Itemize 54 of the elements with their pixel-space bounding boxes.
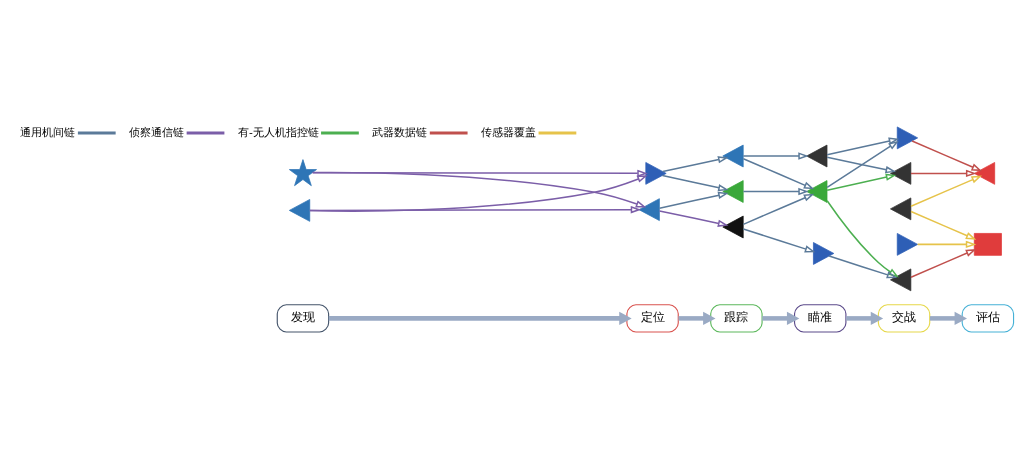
arrow (762, 311, 800, 325)
node-picture (288, 159, 317, 187)
node-picture (896, 126, 919, 150)
node-box (973, 233, 1002, 256)
arrow (328, 311, 632, 325)
legend-label: 通用机间链 (20, 125, 76, 138)
node-picture (813, 242, 835, 265)
legend-label: 传感器覆盖 (481, 125, 537, 138)
arrow (658, 191, 729, 210)
node-picture (722, 215, 744, 239)
arrow (658, 210, 729, 227)
node-picture (638, 198, 660, 221)
node-box: 交战 (877, 304, 931, 333)
legend-label: 侦察通信链 (129, 125, 185, 138)
arrow (910, 249, 977, 278)
node-picture (722, 180, 744, 203)
arrow (846, 311, 884, 325)
node-picture (890, 197, 912, 221)
arrow (910, 175, 983, 207)
node-picture (973, 162, 996, 185)
arrow (742, 152, 809, 160)
arrow (911, 140, 983, 172)
arrow (309, 205, 642, 214)
node-box: 瞄准 (794, 304, 847, 333)
node-picture (645, 162, 667, 185)
arrow (742, 193, 815, 226)
arrow (742, 228, 816, 253)
arrow (662, 156, 729, 173)
node-picture (890, 162, 912, 185)
arrow (910, 169, 977, 178)
node-picture (806, 180, 828, 203)
node-box: 发现 (276, 304, 330, 333)
node-box: 定位 (626, 304, 679, 333)
arrow (678, 311, 716, 325)
arrow (661, 174, 729, 192)
arrow (826, 156, 897, 174)
node-picture (722, 144, 744, 168)
arrow (929, 311, 967, 325)
arrow (826, 140, 899, 189)
node-picture (896, 233, 919, 256)
node-picture (806, 144, 828, 168)
arrow (916, 240, 977, 249)
arrow (826, 173, 897, 191)
arrow (826, 199, 899, 278)
arrow (828, 255, 898, 279)
node-box: 跟踪 (710, 304, 763, 333)
arrow (826, 137, 900, 156)
legend-label: 武器数据链 (372, 125, 428, 138)
arrow (742, 157, 815, 190)
legend-label: 有-无人机指控链 (237, 125, 319, 138)
node-box: 评估 (961, 304, 1015, 333)
arrow (910, 210, 977, 240)
arrow (742, 187, 809, 196)
node-picture (288, 199, 311, 222)
